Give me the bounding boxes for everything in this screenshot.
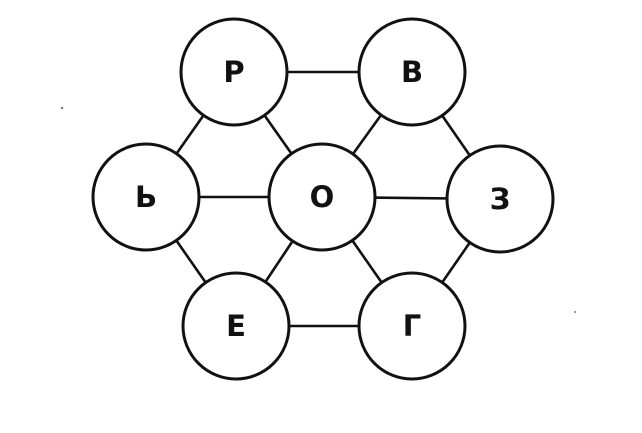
scan-speck (60, 106, 64, 110)
node-label: Ь (135, 180, 157, 214)
node-label: В (401, 55, 423, 89)
node-label: Р (223, 55, 244, 89)
node-top-left: Р (179, 17, 289, 127)
node-circle (357, 271, 467, 381)
nodes-layer: Р В Ь О З Е Г (91, 17, 555, 381)
node-label: Г (403, 309, 421, 343)
node-bottom-left: Е (181, 271, 291, 381)
node-circle (91, 142, 201, 252)
node-bottom-right: Г (357, 271, 467, 381)
node-circle (267, 142, 377, 252)
node-right: З (445, 144, 555, 254)
node-circle (357, 17, 467, 127)
node-circle (181, 271, 291, 381)
node-top-right: В (357, 17, 467, 127)
node-label: О (310, 180, 335, 214)
node-center: О (267, 142, 377, 252)
node-label: Е (226, 309, 246, 343)
node-label: З (490, 182, 511, 216)
node-circle (179, 17, 289, 127)
node-left: Ь (91, 142, 201, 252)
node-circle (445, 144, 555, 254)
scan-speck (574, 311, 576, 313)
